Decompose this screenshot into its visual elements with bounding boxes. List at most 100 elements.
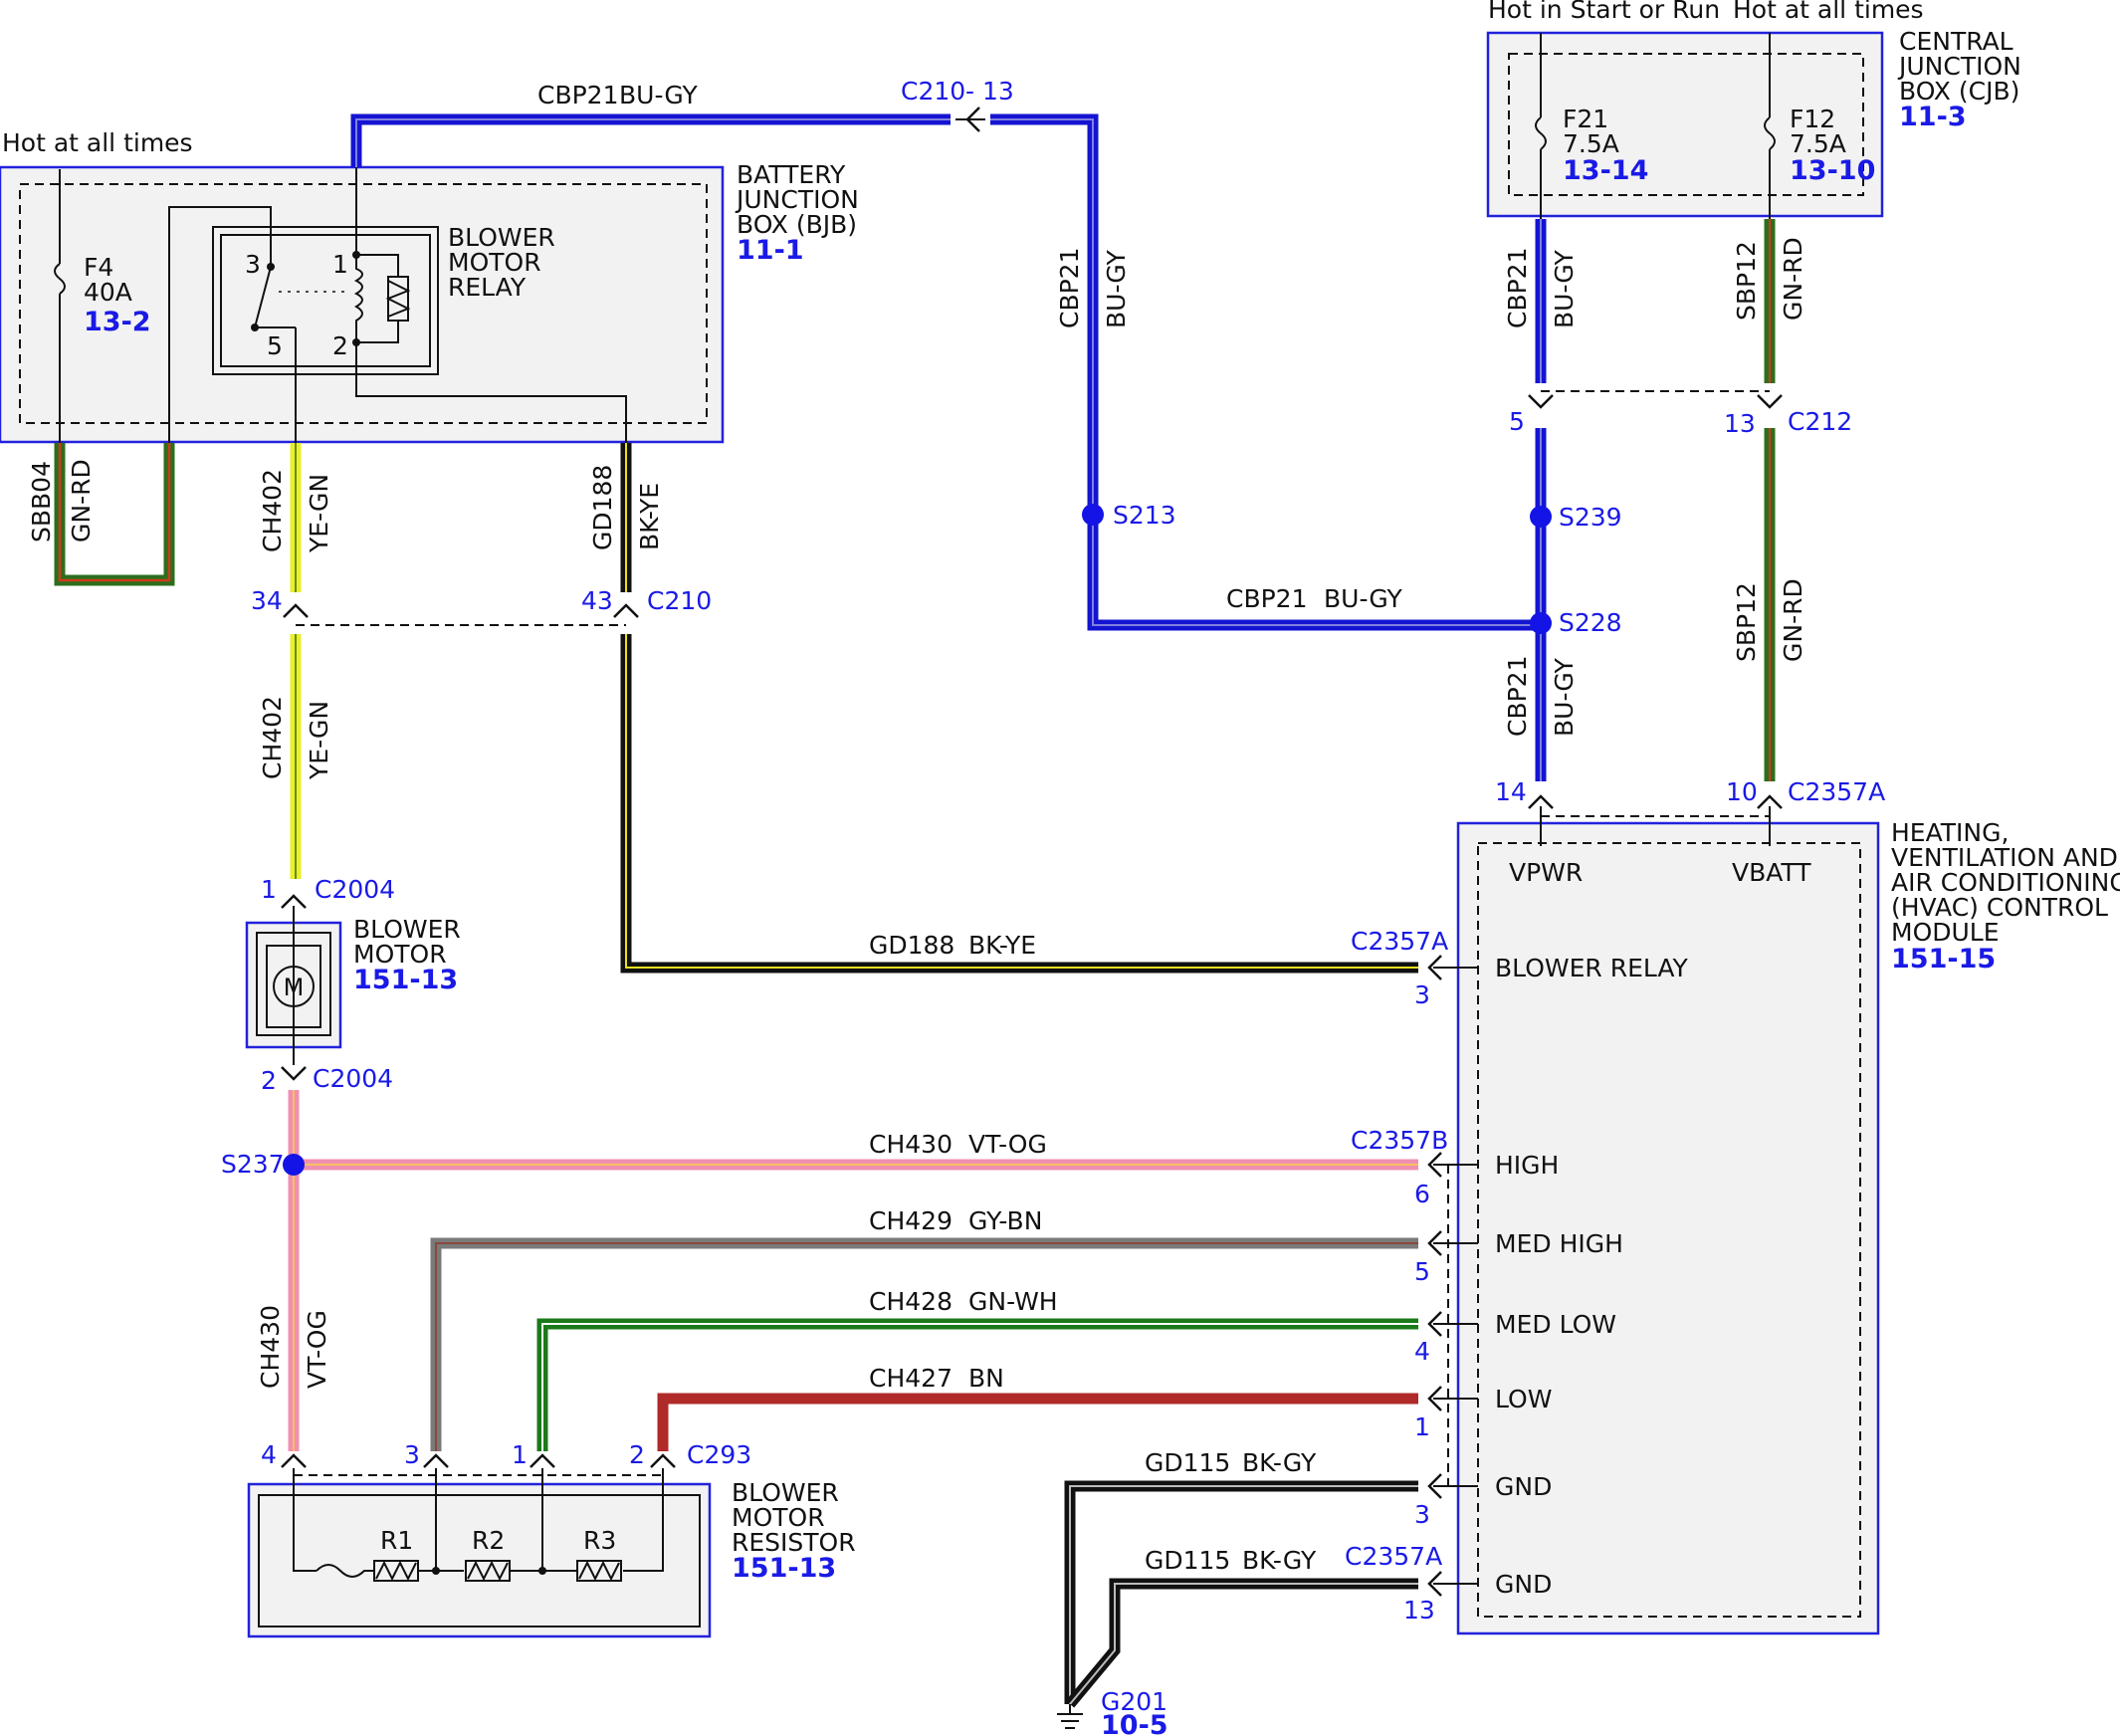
hvac-name-1: HEATING, xyxy=(1891,818,2009,847)
cbp21-top-circuit: CBP21 xyxy=(537,81,619,109)
hvac-label: HEATING, VENTILATION AND AIR CONDITIONIN… xyxy=(1891,818,2120,975)
connector-labels: C210 - 13 34 43 C210 5 13 C212 1 C2004 2… xyxy=(251,77,1885,1625)
hvac-control-module xyxy=(1456,821,1880,1635)
resistor-name-3: RESISTOR xyxy=(732,1528,856,1557)
gd115-b-circuit: GD115 xyxy=(1145,1546,1230,1575)
resistor-ref: 151-13 xyxy=(732,1553,836,1584)
cjb-ref: 11-3 xyxy=(1899,102,1967,132)
resistor-r3-label: R3 xyxy=(583,1526,616,1555)
cbp21-horiz-color: BU-GY xyxy=(1324,584,1403,613)
c210-ch-pin: 34 xyxy=(251,586,283,615)
c2357a-top-pin-right: 10 xyxy=(1726,777,1758,806)
sbp12-cjb-circuit: SBP12 xyxy=(1732,241,1761,321)
gd115-a-circuit: GD115 xyxy=(1145,1448,1230,1477)
c2357b-pin: 6 xyxy=(1414,1180,1430,1208)
hvac-ref: 151-15 xyxy=(1891,944,1996,975)
cjb-start-run-label: Hot in Start or Run xyxy=(1488,0,1720,24)
ch402-lower-color: YE-GN xyxy=(305,701,333,780)
ch430-horiz-circuit: CH430 xyxy=(869,1130,953,1159)
cbp21-lower-circuit: CBP21 xyxy=(1503,656,1532,738)
blower-motor-label: BLOWER MOTOR 151-13 xyxy=(353,915,461,995)
relay-pin-2: 2 xyxy=(332,331,348,360)
fuse-f21-label: F21 7.5A 13-14 xyxy=(1563,105,1648,186)
bjb-name-3: BOX (BJB) xyxy=(737,210,857,239)
relay-pin-1: 1 xyxy=(332,250,348,279)
hvac-name-2: VENTILATION AND xyxy=(1891,843,2118,872)
resistor-r1 xyxy=(373,1560,419,1582)
ch402-lower-circuit: CH402 xyxy=(258,696,287,779)
resistor-name-1: BLOWER xyxy=(732,1478,839,1507)
c2357a-relay-pin: 3 xyxy=(1414,980,1430,1009)
c2357a-top-name: C2357A xyxy=(1788,777,1885,806)
ch402-upper-color: YE-GN xyxy=(305,474,333,553)
ch430-vert-circuit: CH430 xyxy=(256,1305,285,1389)
bjb-name-1: BATTERY xyxy=(737,160,846,189)
fuse-f12-name: F12 xyxy=(1790,105,1835,133)
splice-s228-label: S228 xyxy=(1559,608,1622,637)
c210-top-name: C210 xyxy=(901,77,965,106)
c2357a-gnd2-name: C2357A xyxy=(1345,1542,1442,1571)
motor-symbol: M xyxy=(266,945,321,1028)
hvac-pin-vbatt: VBATT xyxy=(1732,858,1811,887)
cjb-name-1: CENTRAL xyxy=(1899,27,2014,56)
hvac-name-5: MODULE xyxy=(1891,918,2000,947)
ch428-color: GN-WH xyxy=(968,1287,1058,1316)
bjb-label: BATTERY JUNCTION BOX (BJB) 11-1 xyxy=(735,160,859,266)
bjb-hot-label: Hot at all times xyxy=(2,128,193,157)
blower-motor-relay xyxy=(212,226,439,375)
sbb04-circuit: SBB04 xyxy=(27,461,56,542)
motor-letter: M xyxy=(284,974,305,1001)
internal-wiring xyxy=(54,33,1776,1578)
c293-name: C293 xyxy=(687,1440,751,1469)
resistor-r3 xyxy=(576,1560,622,1582)
ch429-color: GY-BN xyxy=(968,1206,1042,1235)
splice-s239-label: S239 xyxy=(1559,503,1622,532)
gd188-horiz-circuit: GD188 xyxy=(869,931,954,960)
c212-pin-right: 13 xyxy=(1724,409,1756,438)
ground-name: G201 xyxy=(1101,1687,1167,1716)
connector-arrows xyxy=(281,107,1783,1597)
c2004-top-pin: 1 xyxy=(261,875,277,904)
splice-s237-dot xyxy=(283,1154,305,1176)
sbp12-lower-color: GN-RD xyxy=(1779,578,1807,662)
hvac-name-3: AIR CONDITIONING xyxy=(1891,868,2120,897)
wires xyxy=(54,113,1776,1708)
c293-pin-3: 3 xyxy=(404,1440,420,1469)
c210-gd-name: C210 xyxy=(647,586,712,615)
bjb-name-2: JUNCTION xyxy=(735,185,859,214)
gd188-vert-circuit: GD188 xyxy=(588,465,617,550)
gd188-vert-color: BK-YE xyxy=(635,483,664,550)
c2004-bot-pin: 2 xyxy=(261,1066,277,1095)
bjb-ref: 11-1 xyxy=(737,235,804,266)
cjb-name-3: BOX (CJB) xyxy=(1899,77,2019,106)
c2004-top-name: C2004 xyxy=(315,875,395,904)
splice-s213-dot xyxy=(1082,504,1104,526)
cbp21-horiz-circuit: CBP21 xyxy=(1226,584,1308,613)
resistor-r2-label: R2 xyxy=(472,1526,505,1555)
c293-pin-1: 1 xyxy=(512,1440,528,1469)
splice-s228-dot xyxy=(1530,612,1552,634)
relay-name-3: RELAY xyxy=(448,273,527,302)
pin-stubs xyxy=(955,118,1478,1585)
hvac-pin-low: LOW xyxy=(1495,1385,1552,1413)
c2357-medhigh-pin: 5 xyxy=(1414,1257,1430,1286)
blower-resistor-label: BLOWER MOTOR RESISTOR 151-13 R1 R2 R3 xyxy=(380,1478,856,1584)
ch430-horiz-color: VT-OG xyxy=(968,1130,1047,1159)
hvac-pin-gnd-2: GND xyxy=(1495,1570,1552,1599)
sbb04-color: GN-RD xyxy=(67,459,96,542)
blower-motor-name-1: BLOWER xyxy=(353,915,461,944)
circuit-labels-horizontal: CBP21 BU-GY CBP21 BU-GY GD188 BK-YE CH43… xyxy=(537,81,1403,1575)
ch427-circuit: CH427 xyxy=(869,1364,953,1393)
c2004-bot-name: C2004 xyxy=(313,1064,393,1093)
fuse-f12-ref: 13-10 xyxy=(1790,155,1875,186)
c210-top-pin: - 13 xyxy=(965,77,1014,106)
relay-name-1: BLOWER xyxy=(448,223,555,252)
hvac-pin-gnd-1: GND xyxy=(1495,1472,1552,1501)
cjb-label: CENTRAL JUNCTION BOX (CJB) 11-3 xyxy=(1897,27,2021,132)
relay-label: BLOWER MOTOR RELAY 3 1 5 2 xyxy=(245,223,555,360)
cbp21-vert-circuit: CBP21 xyxy=(1055,248,1084,329)
cbp21-cjb-color: BU-GY xyxy=(1550,249,1579,328)
ch428-circuit: CH428 xyxy=(869,1287,953,1316)
central-junction-box xyxy=(1486,31,1884,218)
